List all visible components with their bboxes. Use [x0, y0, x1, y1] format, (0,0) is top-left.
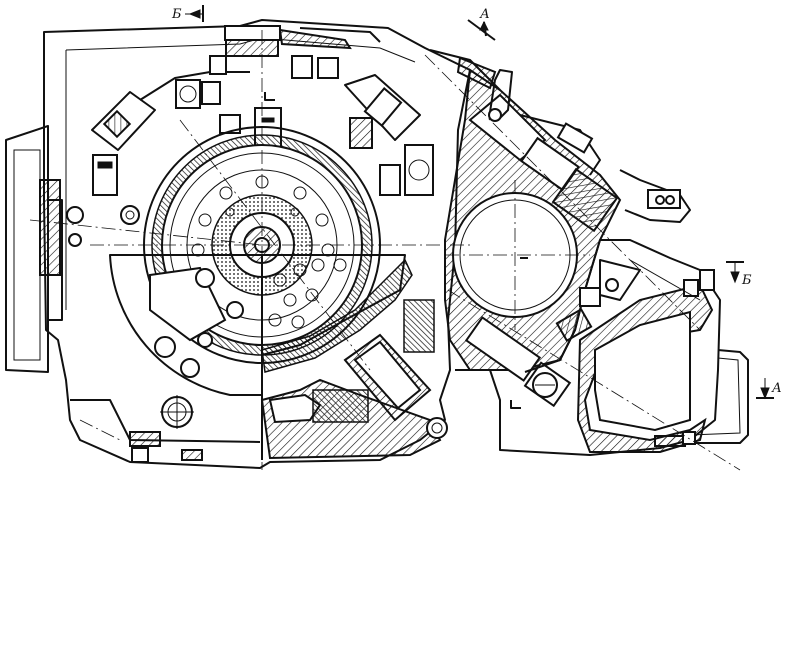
label-b-right: Б [741, 273, 752, 288]
corner-mark-top [264, 92, 275, 101]
lower-gear-case [260, 299, 448, 460]
label-a-right: А [771, 381, 782, 396]
label-a-top: А [479, 7, 490, 22]
center-axes [29, 30, 741, 471]
section-marker-b-top: Б [171, 5, 204, 22]
label-b-top: Б [171, 7, 182, 22]
section-marker-a-top: А [467, 7, 496, 41]
section-marker-b-right: Б [726, 261, 752, 288]
section-marker-a-right: А [756, 378, 782, 400]
right-sump-housing [455, 239, 749, 456]
corner-mark-bottom [510, 400, 521, 409]
